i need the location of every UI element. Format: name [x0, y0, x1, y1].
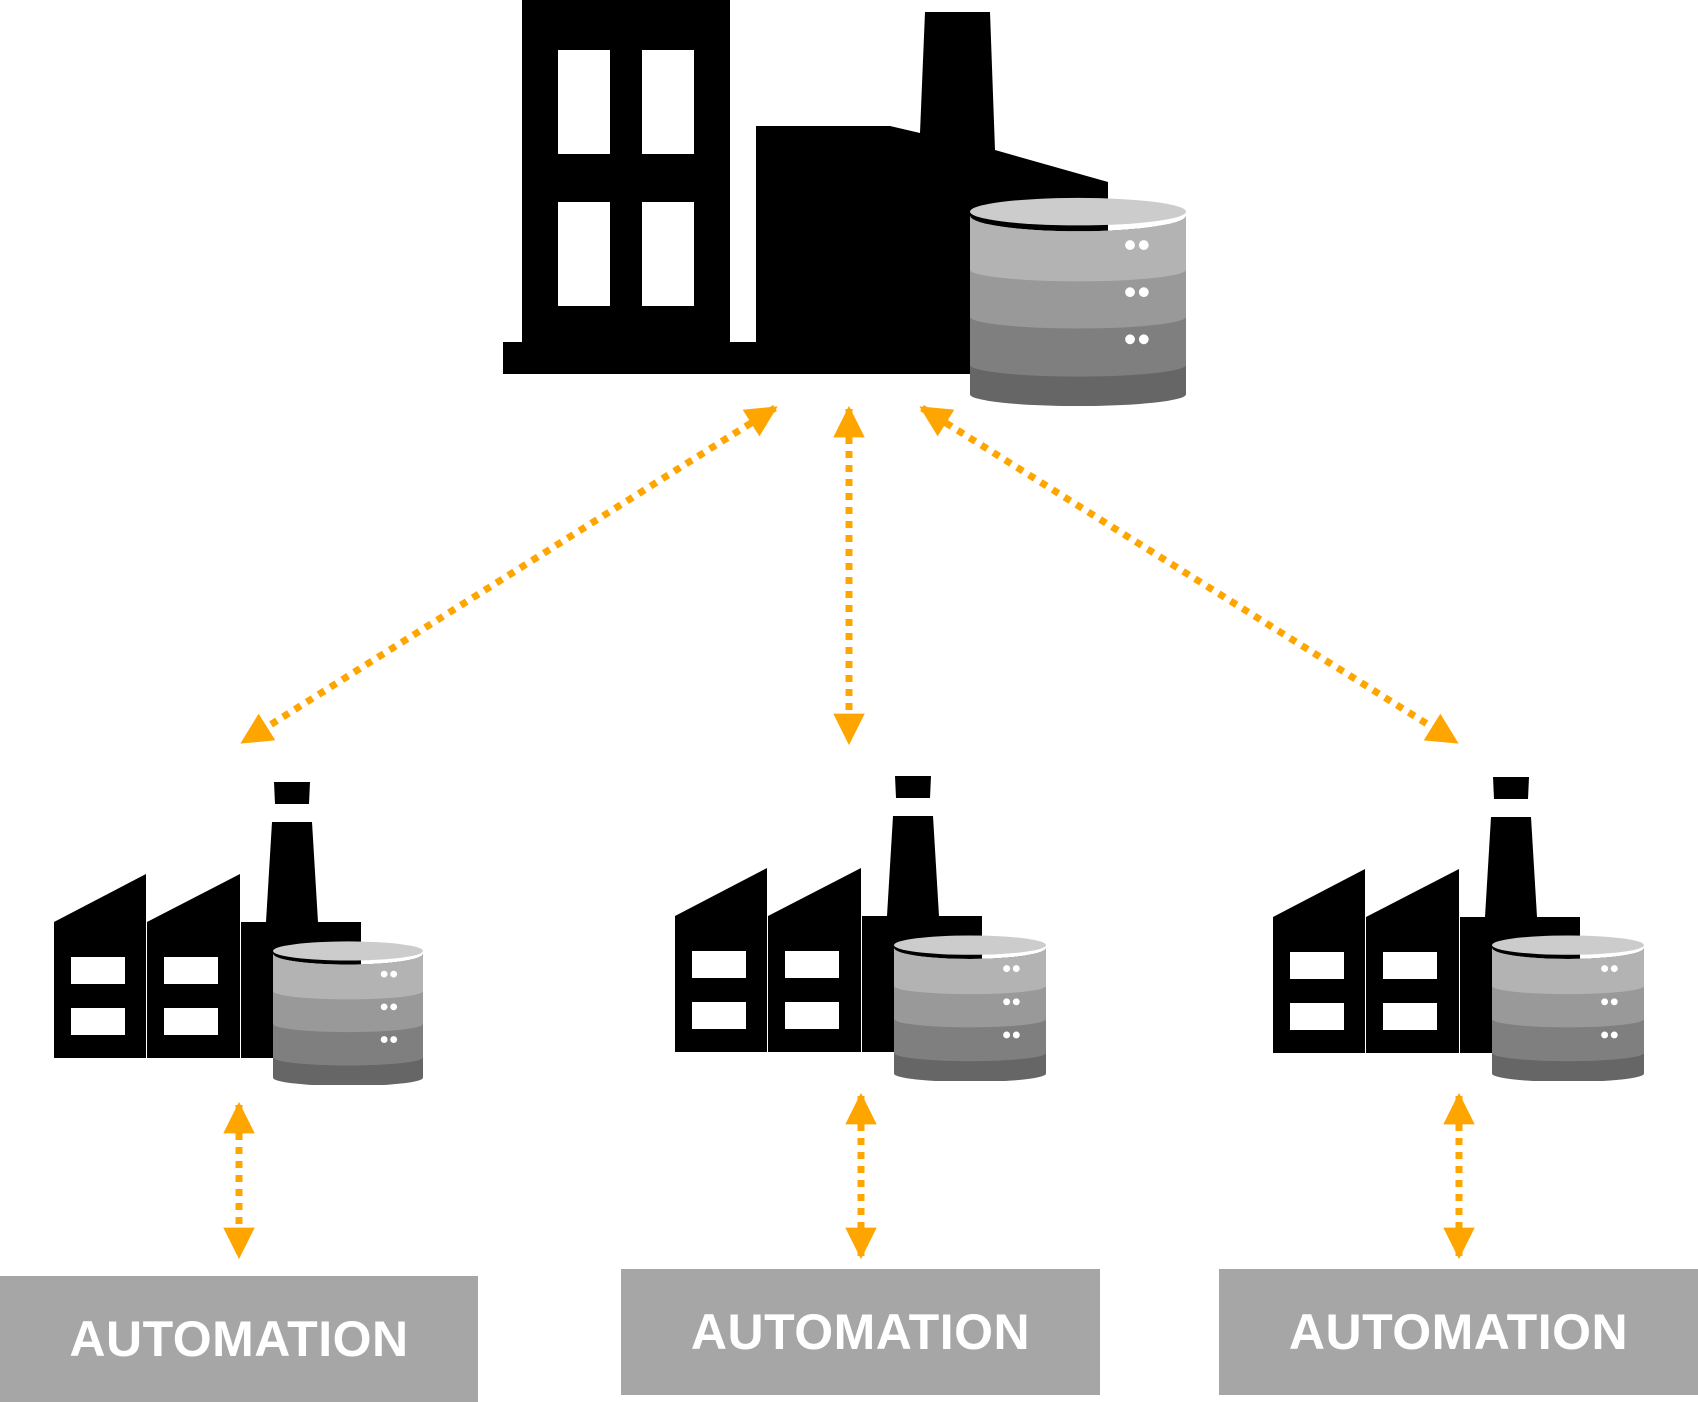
plant-factory-1-icon	[54, 782, 423, 1085]
headquarters-factory-icon	[503, 0, 1186, 406]
automation-box-1: AUTOMATION	[0, 1276, 478, 1402]
plant-factory-3-icon	[1273, 777, 1644, 1081]
arrow-hq-to-plant-1	[240, 405, 778, 745]
automation-box-3: AUTOMATION	[1219, 1269, 1698, 1395]
automation-label-3: AUTOMATION	[1288, 1304, 1629, 1360]
automation-box-2: AUTOMATION	[621, 1269, 1100, 1395]
automation-label-1: AUTOMATION	[69, 1311, 409, 1367]
arrow-hq-to-plant-3	[919, 405, 1459, 745]
automation-label-2: AUTOMATION	[690, 1304, 1031, 1360]
plant-factory-2-icon	[675, 776, 1046, 1081]
